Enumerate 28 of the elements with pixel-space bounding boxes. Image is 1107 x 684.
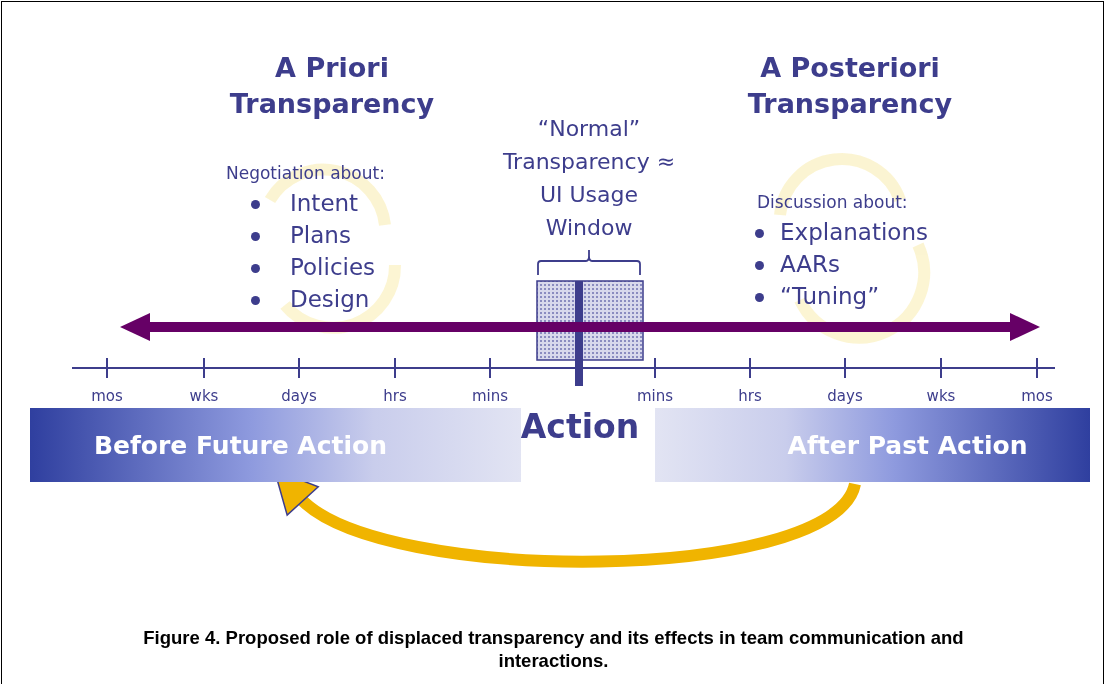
action-label: Action: [519, 407, 641, 446]
tick-label: mins: [635, 387, 675, 405]
list-item: Plans: [290, 221, 351, 250]
figure-caption: Figure 4. Proposed role of displaced transparency and its effects in team communication and interactions.: [142, 626, 965, 672]
tick-label: wks: [188, 387, 220, 405]
heading: A Priori Transparency: [228, 51, 436, 121]
tick-label: mos: [1020, 387, 1054, 405]
gradient-bar: [655, 408, 1090, 482]
list-item: Design: [290, 285, 370, 314]
tick-label: mos: [90, 387, 124, 405]
list-item: AARs: [780, 250, 841, 279]
list-intro: Discussion about:: [757, 192, 908, 212]
gradient-bar: [30, 408, 521, 482]
list-item: Intent: [290, 189, 359, 218]
heading: A Posteriori Transparency: [746, 51, 954, 121]
list-intro: Negotiation about:: [226, 163, 385, 183]
tick-label: days: [280, 387, 318, 405]
bar-label: Before Future Action: [93, 430, 388, 460]
list-item: “Tuning”: [780, 282, 880, 311]
window-label: “Normal” Transparency ≈ UI Usage Window: [501, 115, 677, 242]
bar-label: After Past Action: [787, 430, 1028, 460]
tick-label: hrs: [737, 387, 763, 405]
list-item: Explanations: [780, 218, 928, 247]
list-item: Policies: [290, 253, 376, 282]
tick-label: days: [826, 387, 864, 405]
tick-label: wks: [925, 387, 957, 405]
tick-label: mins: [470, 387, 510, 405]
tick-label: hrs: [382, 387, 408, 405]
